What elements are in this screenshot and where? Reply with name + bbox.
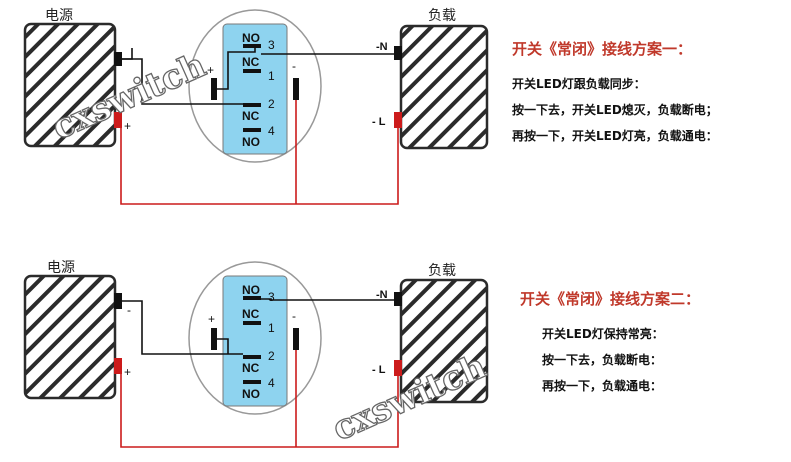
power-negative-terminal-1 bbox=[114, 52, 122, 66]
led-minus-terminal-2 bbox=[293, 328, 299, 350]
switch-body-2 bbox=[222, 275, 288, 407]
contact-bar-4-2 bbox=[243, 380, 261, 384]
load-label-2: 负载 bbox=[428, 263, 456, 279]
black-wires-1 bbox=[122, 46, 400, 105]
power-positive-terminal-2 bbox=[114, 358, 122, 374]
led-plus-label-1: + bbox=[207, 63, 214, 77]
diagram-1: 电源 + 负载 -N - L NO 3 NC 1 2 NC 4 NO + - bbox=[23, 8, 489, 205]
pin-number-3-1: 3 bbox=[268, 38, 275, 52]
load-live-label-1: - L bbox=[372, 116, 386, 128]
scheme-panel-2: 开关《常闭》接线方案二： 开关LED灯保持常亮： 按一下去，负载断电： 再按一下… bbox=[520, 288, 700, 399]
contact-bar-3-1 bbox=[243, 44, 261, 48]
load-neutral-label-2: -N bbox=[376, 289, 388, 301]
load-live-terminal-2 bbox=[394, 360, 402, 376]
pin-type-1-1: NC bbox=[242, 55, 260, 69]
load-live-terminal-1 bbox=[394, 112, 402, 128]
scheme-title-2: 开关《常闭》接线方案二： bbox=[520, 290, 701, 308]
power-supply-label-2: 电源 bbox=[47, 260, 75, 276]
load-label-1: 负载 bbox=[428, 8, 456, 24]
red-wires-2 bbox=[120, 350, 399, 448]
power-plus-label-1: + bbox=[124, 119, 131, 133]
load-neutral-label-1: -N bbox=[376, 41, 388, 53]
contact-bar-2-1 bbox=[243, 103, 261, 107]
power-supply-box-1 bbox=[23, 22, 117, 148]
load-neutral-terminal-2 bbox=[394, 292, 402, 306]
scheme-line-2-2: 按一下去，负载断电： bbox=[542, 353, 663, 367]
black-wires-2 bbox=[122, 298, 400, 355]
contact-bar-1-1 bbox=[243, 69, 261, 73]
power-supply-box-2 bbox=[23, 274, 117, 400]
scheme-title-1: 开关《常闭》接线方案一： bbox=[512, 40, 693, 58]
pin-type-3-2: NO bbox=[242, 283, 260, 297]
pin-number-2-2: 2 bbox=[268, 349, 275, 363]
pin-type-1-2: NC bbox=[242, 307, 260, 321]
pin-type-3-1: NO bbox=[242, 31, 260, 45]
led-minus-label-1: - bbox=[292, 59, 296, 73]
power-plus-label-2: + bbox=[124, 365, 131, 379]
pin-number-1-1: 1 bbox=[268, 69, 275, 83]
pin-number-1-2: 1 bbox=[268, 321, 275, 335]
pin-type-4-2: NC bbox=[242, 361, 260, 375]
switch-outline-1 bbox=[188, 9, 322, 163]
diagram-2: 电源 - + 负载 -N - L NO 3 NC 1 2 NC 4 NO + - bbox=[23, 260, 493, 450]
load-box-2 bbox=[399, 278, 489, 404]
scheme-panel-1: 开关《常闭》接线方案一： 开关LED灯跟负载同步： 按一下去，开关LED熄灭，负… bbox=[512, 38, 718, 149]
led-minus-label-2: - bbox=[292, 309, 296, 323]
pin-number-2-1: 2 bbox=[268, 97, 275, 111]
power-positive-terminal-1 bbox=[114, 112, 122, 128]
contact-bar-1-2 bbox=[243, 321, 261, 325]
scheme-line-1-3: 再按一下，开关LED灯亮，负载通电： bbox=[512, 129, 718, 143]
contact-bar-3-2 bbox=[243, 296, 261, 300]
red-wires-1 bbox=[120, 100, 399, 205]
power-minus-label-2: - bbox=[127, 303, 131, 317]
pin-type-4b-2: NO bbox=[242, 387, 260, 401]
load-box-1 bbox=[399, 24, 489, 150]
led-minus-terminal-1 bbox=[293, 78, 299, 100]
contact-bar-4-1 bbox=[243, 128, 261, 132]
pin-type-4b-1: NO bbox=[242, 135, 260, 149]
scheme-line-1-1: 开关LED灯跟负载同步： bbox=[512, 77, 646, 91]
switch-outline-2 bbox=[188, 261, 322, 415]
led-plus-label-2: + bbox=[208, 312, 215, 326]
pin-number-4-2: 4 bbox=[268, 376, 275, 390]
scheme-line-2-1: 开关LED灯保持常亮： bbox=[542, 327, 664, 341]
pin-type-4-1: NC bbox=[242, 109, 260, 123]
pin-number-4-1: 4 bbox=[268, 124, 275, 138]
pin-number-3-2: 3 bbox=[268, 290, 275, 304]
scheme-line-1-2: 按一下去，开关LED熄灭，负载断电； bbox=[512, 103, 718, 117]
load-neutral-terminal-1 bbox=[394, 46, 402, 60]
load-live-label-2: - L bbox=[372, 364, 386, 376]
scheme-line-2-3: 再按一下，负载通电： bbox=[542, 379, 663, 393]
power-supply-label-1: 电源 bbox=[45, 8, 73, 24]
contact-bar-2-2 bbox=[243, 355, 261, 359]
power-negative-terminal-2 bbox=[114, 293, 122, 309]
